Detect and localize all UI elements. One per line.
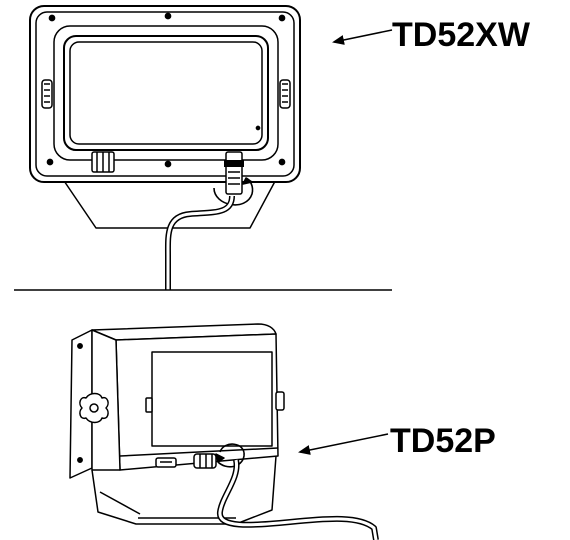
td52p-rear-panel <box>151 351 273 447</box>
td52xw-cable-connector <box>225 151 243 195</box>
td52p-right-knob <box>275 391 285 411</box>
td52p-left-knob <box>79 392 109 424</box>
td52xw-label: TD52XW <box>392 16 531 54</box>
td52p-device <box>69 323 379 540</box>
td52xw-housing <box>29 5 301 183</box>
td52xw-rear-window <box>53 25 279 161</box>
td52xw-left-knob <box>41 79 53 109</box>
td52xw-right-knob <box>279 79 291 109</box>
td52xw-callout-arrow <box>332 29 393 45</box>
td52xw-device <box>29 5 301 290</box>
td52p-label: TD52P <box>390 422 496 460</box>
td52p-callout-arrow <box>298 433 389 455</box>
td52p-stand <box>91 455 277 525</box>
